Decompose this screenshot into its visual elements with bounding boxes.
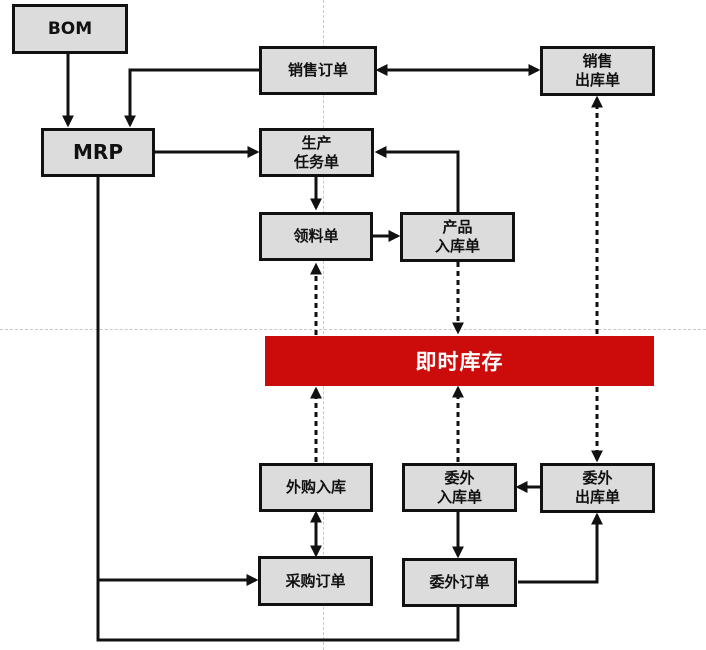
node-bom-label: BOM xyxy=(47,18,93,39)
edge-outsource-order-outsource-outbound xyxy=(518,512,603,584)
vertical-guide-line xyxy=(323,0,324,650)
node-purchase-inbound: 外购入库 xyxy=(259,463,373,512)
node-outsource-inbound-label: 委外 入库单 xyxy=(436,468,482,506)
node-product-inbound-label: 产品 入库单 xyxy=(434,218,480,255)
edge-mrp-outsource-order xyxy=(96,580,460,642)
node-material-requisition: 领料单 xyxy=(259,212,373,261)
node-outsource-order: 委外订单 xyxy=(402,558,517,607)
node-outsource-inbound: 委外 入库单 xyxy=(402,463,517,512)
edge-product-inbound-production-task xyxy=(374,146,460,212)
node-purchase-order: 采购订单 xyxy=(258,556,373,606)
node-sales-outbound-label: 销售 出库单 xyxy=(574,52,620,89)
node-sales-order: 销售订单 xyxy=(259,46,377,95)
node-bom: BOM xyxy=(12,4,128,54)
node-mrp: MRP xyxy=(41,128,155,177)
node-material-requisition-label: 领料单 xyxy=(293,227,339,245)
node-mrp-label: MRP xyxy=(73,140,123,164)
node-product-inbound: 产品 入库单 xyxy=(400,212,515,262)
node-outsource-outbound: 委外 出库单 xyxy=(540,463,655,513)
node-outsource-order-label: 委外订单 xyxy=(429,573,490,591)
node-production-task: 生产 任务单 xyxy=(259,128,374,177)
edge-sales-order-mrp xyxy=(124,68,260,128)
inventory-bar-label: 即时库存 xyxy=(415,350,504,374)
node-production-task-label: 生产 任务单 xyxy=(293,133,339,171)
horizontal-guide-line xyxy=(0,329,706,330)
inventory-bar: 即时库存 xyxy=(265,336,654,386)
edge-mrp-purchase-order xyxy=(96,176,259,586)
node-outsource-outbound-label: 委外 出库单 xyxy=(574,469,620,506)
node-purchase-inbound-label: 外购入库 xyxy=(285,478,346,496)
node-sales-order-label: 销售订单 xyxy=(287,61,348,79)
node-purchase-order-label: 采购订单 xyxy=(285,571,346,590)
node-sales-outbound: 销售 出库单 xyxy=(540,46,655,96)
